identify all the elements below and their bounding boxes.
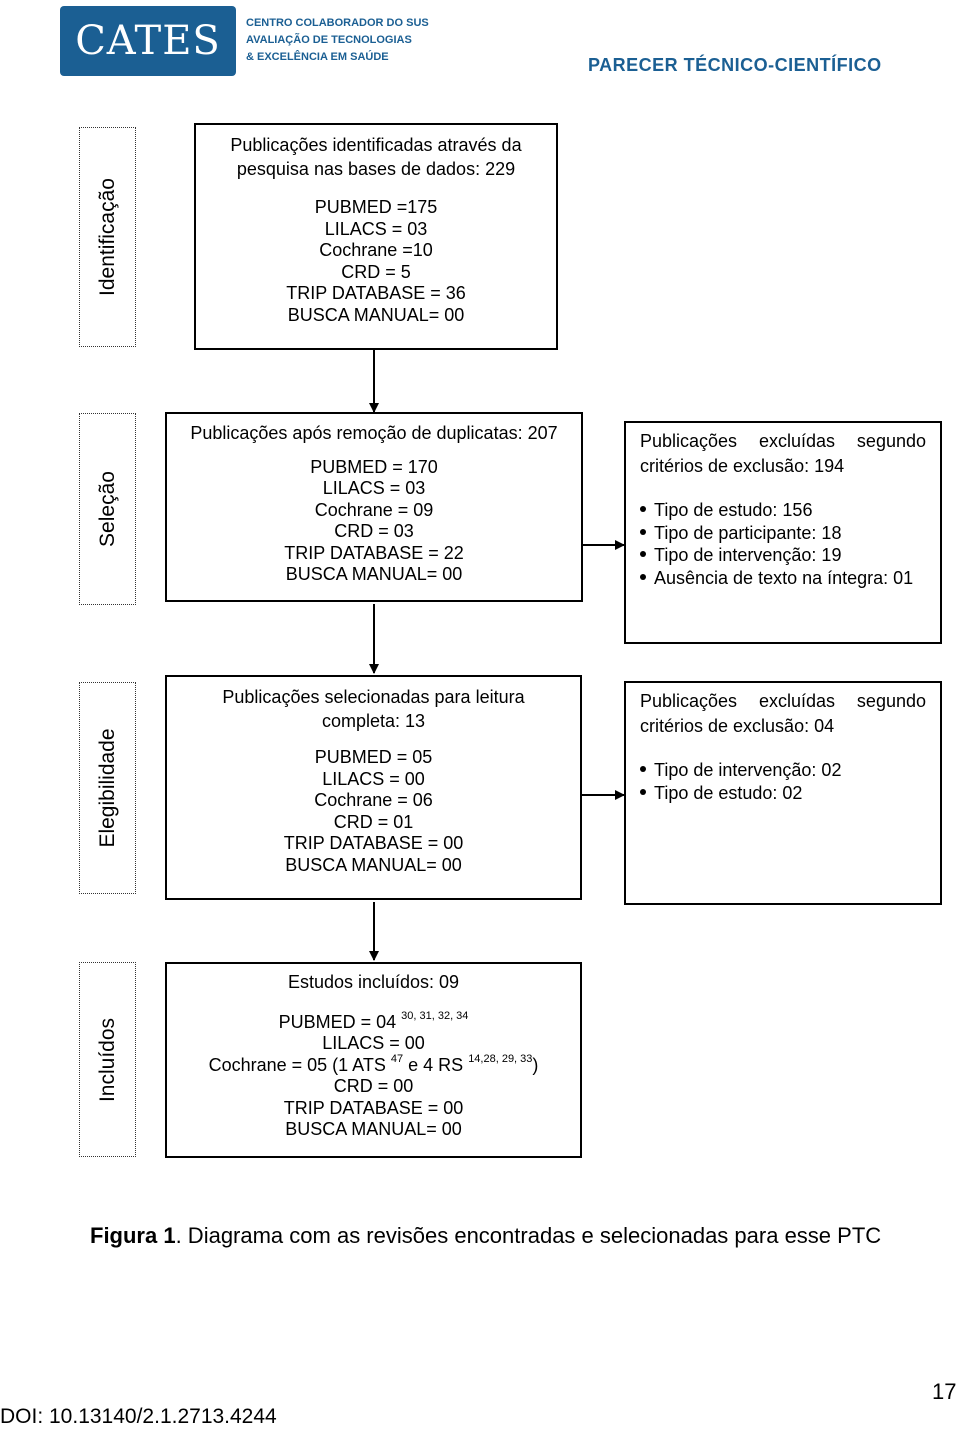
eligibility-head-line: Publicações selecionadas para leitura bbox=[222, 687, 525, 707]
included-head: Estudos incluídos: 09 bbox=[287, 972, 460, 992]
stage-eligibility: Elegibilidade bbox=[79, 682, 136, 894]
selection-head: Publicações após remoção de duplicatas: … bbox=[190, 423, 558, 443]
cochrane-ref: 14,28, 29, 33 bbox=[468, 1052, 533, 1065]
eligibility-head-line: completa: 13 bbox=[321, 711, 426, 731]
identification-head-line: Publicações identificadas através da bbox=[230, 135, 522, 155]
count-line: PUBMED = 05 bbox=[314, 747, 433, 767]
caption-text: . Diagrama com as revisões encontradas e… bbox=[175, 1223, 882, 1248]
count-line: BUSCA MANUAL= 00 bbox=[285, 854, 462, 875]
page-number: 17 bbox=[932, 1379, 957, 1404]
stage-identification: Identificação bbox=[79, 127, 136, 347]
identification-head-line: pesquisa nas bases de dados: 229 bbox=[236, 159, 516, 179]
center-line: & EXCELÊNCIA EM SAÚDE bbox=[246, 51, 389, 63]
center-line: AVALIAÇÃO DE TECNOLOGIAS bbox=[246, 34, 412, 46]
stage-selection: Seleção bbox=[79, 413, 136, 605]
logo-text: CATES bbox=[75, 18, 221, 64]
count-line: TRIP DATABASE = 36 bbox=[286, 283, 466, 303]
excluded-item: Tipo de participante: 18 bbox=[640, 522, 926, 545]
included-cochrane-line: Cochrane = 05 (1 ATS 47 e 4 RS 14,28, 29… bbox=[167, 1052, 580, 1077]
count-line: LILACS = 00 bbox=[322, 1033, 425, 1053]
selection-excluded-box: Publicações excluídas segundo critérios … bbox=[624, 421, 942, 644]
count-line: TRIP DATABASE = 00 bbox=[283, 1097, 464, 1118]
cochrane-part: Cochrane = 05 (1 ATS bbox=[208, 1054, 386, 1075]
document-type-title: PARECER TÉCNICO-CIENTÍFICO bbox=[588, 55, 882, 75]
excluded-item: Tipo de intervenção: 02 bbox=[640, 759, 926, 782]
count-line: CRD = 5 bbox=[341, 261, 411, 282]
count-line: LILACS = 03 bbox=[324, 218, 428, 239]
included-pubmed-line: PUBMED = 04 30, 31, 32, 34 bbox=[167, 1009, 580, 1034]
count-line: CRD = 00 bbox=[333, 1076, 414, 1096]
excluded-item: Tipo de estudo: 02 bbox=[640, 782, 926, 805]
count-line: LILACS = 03 bbox=[322, 478, 426, 498]
count-line: BUSCA MANUAL= 00 bbox=[285, 1119, 462, 1139]
eligibility-box: Publicações selecionadas para leitura co… bbox=[165, 675, 582, 900]
count-line: Cochrane = 06 bbox=[314, 790, 433, 810]
count-line: PUBMED =175 bbox=[314, 197, 438, 217]
count-line: BUSCA MANUAL= 00 bbox=[287, 304, 465, 325]
excluded-item: Tipo de intervenção: 19 bbox=[640, 544, 926, 567]
excluded-list: Tipo de estudo: 156 Tipo de participante… bbox=[640, 499, 926, 589]
count-line: Cochrane = 09 bbox=[314, 499, 434, 520]
identification-box: Publicações identificadas através da pes… bbox=[194, 123, 558, 350]
included-pubmed: PUBMED = 04 bbox=[278, 1011, 397, 1032]
cates-logo: CATES bbox=[60, 6, 236, 76]
included-box: Estudos incluídos: 09 PUBMED = 04 30, 31… bbox=[165, 962, 582, 1158]
selection-box: Publicações após remoção de duplicatas: … bbox=[165, 412, 583, 602]
caption-label: Figura 1 bbox=[90, 1223, 176, 1248]
eligibility-excluded-box: Publicações excluídas segundo critérios … bbox=[624, 681, 942, 905]
count-line: CRD = 03 bbox=[334, 521, 414, 541]
count-line: TRIP DATABASE = 22 bbox=[284, 542, 464, 563]
cochrane-part: ) bbox=[532, 1054, 539, 1075]
excluded-item: Tipo de estudo: 156 bbox=[640, 499, 926, 522]
cochrane-part: e 4 RS bbox=[408, 1054, 464, 1075]
center-line: CENTRO COLABORADOR DO SUS bbox=[246, 17, 429, 29]
count-line: PUBMED = 170 bbox=[310, 456, 438, 477]
center-subtitle: CENTRO COLABORADOR DO SUS AVALIAÇÃO DE T… bbox=[246, 15, 446, 66]
excluded-head: Publicações excluídas segundo critérios … bbox=[640, 431, 926, 476]
count-line: TRIP DATABASE = 00 bbox=[283, 833, 464, 853]
count-line: BUSCA MANUAL= 00 bbox=[285, 564, 463, 584]
doi-text: DOI: 10.13140/2.1.2713.4244 bbox=[0, 1405, 277, 1428]
pubmed-refs: 30, 31, 32, 34 bbox=[401, 1009, 469, 1022]
excluded-list: Tipo de intervenção: 02 Tipo de estudo: … bbox=[640, 759, 926, 804]
count-line: CRD = 01 bbox=[333, 811, 414, 832]
excluded-head: Publicações excluídas segundo critérios … bbox=[640, 691, 926, 736]
count-line: LILACS = 00 bbox=[322, 768, 425, 789]
figure-caption: Figura 1. Diagrama com as revisões encon… bbox=[90, 1223, 881, 1249]
count-line: Cochrane =10 bbox=[319, 240, 433, 260]
cochrane-ref: 47 bbox=[390, 1052, 404, 1065]
stage-included: Incluídos bbox=[79, 962, 136, 1157]
excluded-item: Ausência de texto na íntegra: 01 bbox=[640, 567, 926, 590]
